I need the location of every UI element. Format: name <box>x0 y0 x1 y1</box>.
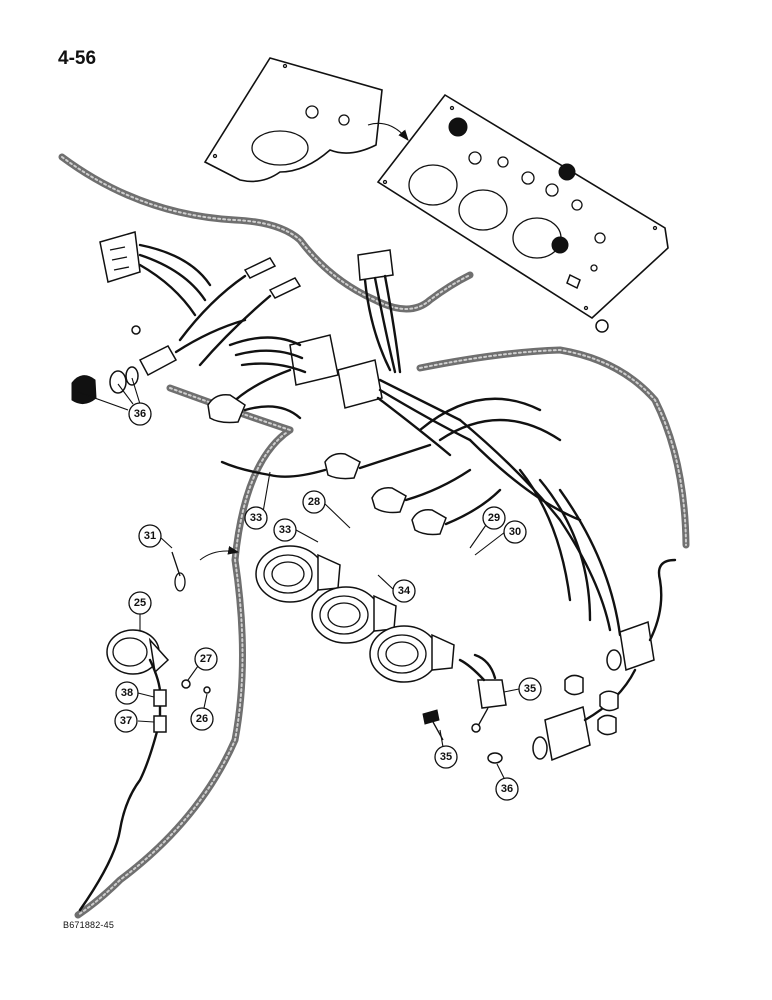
main-instrument-panel <box>376 93 669 333</box>
callout-25: 25 <box>128 591 152 630</box>
panel-arrow <box>367 122 409 141</box>
boot-caps <box>564 674 619 736</box>
svg-text:36: 36 <box>134 408 146 420</box>
svg-text:35: 35 <box>524 683 536 695</box>
callout-33-upper: 33 <box>273 518 319 543</box>
lamp-socket-2 <box>220 443 432 480</box>
terminal-pair <box>178 257 302 367</box>
gauge-1 <box>255 545 341 603</box>
callout-35: 35 <box>434 729 458 769</box>
callout-28: 28 <box>302 490 351 529</box>
callout-30: 30 <box>474 520 527 556</box>
ring-terminal-arrow <box>199 545 240 561</box>
callout-39: 38 <box>115 681 155 705</box>
callout-32: 33 <box>244 471 271 530</box>
callout-26: 26 <box>190 693 214 731</box>
gauge-25 <box>78 629 211 912</box>
callout-29: 29 <box>469 506 506 549</box>
callout-31: 31 <box>138 524 173 549</box>
lamp-socket-1 <box>207 393 302 424</box>
svg-text:26: 26 <box>196 713 208 725</box>
screw-35 <box>422 709 444 741</box>
callout-37: 36 <box>77 377 152 426</box>
washer-36 <box>487 752 503 764</box>
callout-33-lower: 34 <box>377 574 416 603</box>
figure-code: B671882-45 <box>63 920 115 930</box>
svg-text:31: 31 <box>144 530 156 542</box>
svg-text:28: 28 <box>308 496 320 508</box>
callout-38: 37 <box>114 709 155 733</box>
gauge-3 <box>369 625 455 683</box>
svg-text:37: 37 <box>120 715 132 727</box>
svg-text:33: 33 <box>279 524 291 536</box>
ring-terminal-31 <box>171 551 186 592</box>
svg-text:25: 25 <box>134 597 146 609</box>
circuit-breaker-upper <box>606 558 677 672</box>
callout-36: 36 <box>495 763 519 801</box>
callout-27: 27 <box>187 647 218 681</box>
svg-text:34: 34 <box>398 585 411 597</box>
connector-plug-top <box>357 249 402 374</box>
svg-text:33: 33 <box>250 512 262 524</box>
svg-text:30: 30 <box>509 526 521 538</box>
toggle-switch-34 <box>458 653 507 733</box>
svg-text:27: 27 <box>200 653 212 665</box>
svg-text:35: 35 <box>440 751 452 763</box>
center-connector-cluster <box>228 334 622 637</box>
switch-knob-37 <box>71 318 247 404</box>
page-number: 4-56 <box>58 48 97 69</box>
lamp-socket-3 <box>371 468 472 514</box>
svg-text:36: 36 <box>501 783 513 795</box>
svg-text:29: 29 <box>488 512 500 524</box>
svg-text:38: 38 <box>121 687 133 699</box>
circuit-breaker-lower <box>532 668 637 762</box>
connector-block-left <box>99 231 212 317</box>
callout-34: 35 <box>503 677 542 701</box>
small-instrument-panel <box>203 57 383 183</box>
gauge-2 <box>311 586 397 644</box>
lamp-socket-4 <box>411 488 502 536</box>
